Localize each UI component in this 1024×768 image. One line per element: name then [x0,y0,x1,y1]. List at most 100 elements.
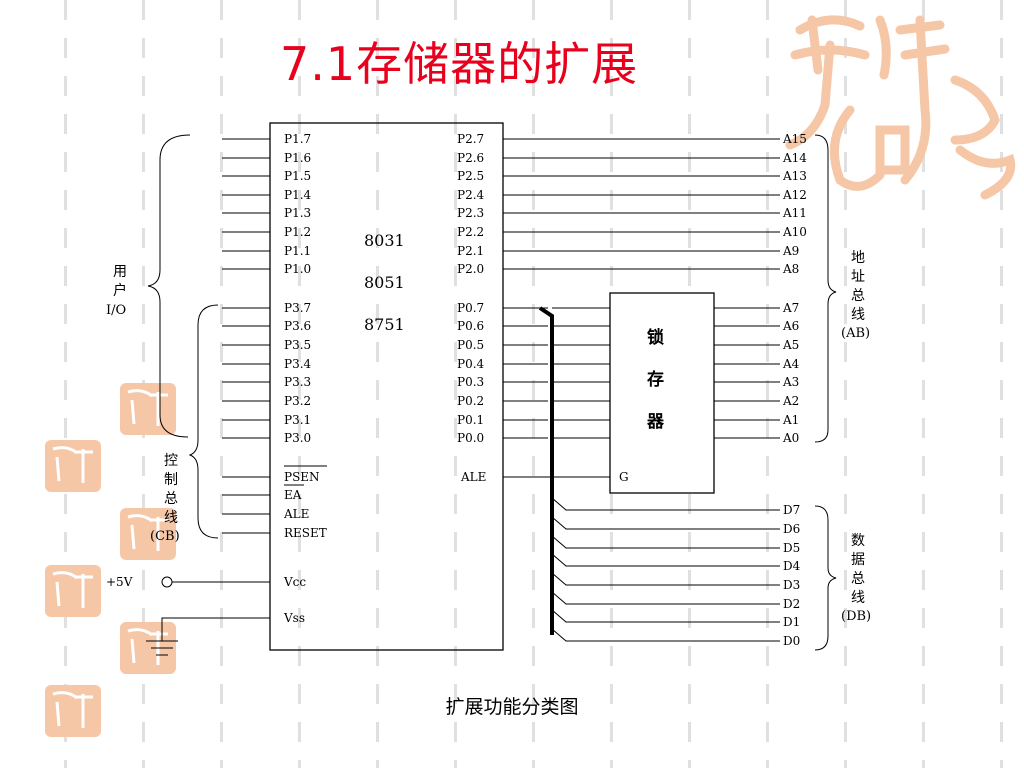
pin-label-vcc: Vcc [283,575,306,589]
brace-data-bus [814,505,837,651]
addr-label-a1: A1 [782,413,799,427]
addr-label-a2: A2 [782,394,799,408]
brace-user-io [147,134,191,438]
pin-label-reset: RESET [284,526,327,540]
label-data-3: 总 [851,571,865,587]
label-address-bus: 地 址 总 线 (AB) [841,250,870,341]
label-address-2: 址 [851,269,865,285]
pin-label-p3-5: P3.5 [284,338,311,352]
data-label-d7: D7 [783,503,800,517]
pin-label-p2-6: P2.6 [457,151,484,165]
label-user-io: 用 户 I/O [106,264,127,318]
label-data-4: 线 [851,590,865,606]
figure-caption: 扩展功能分类图 [445,696,579,718]
label-user-io-3: I/O [106,303,126,318]
label-user-io-1: 用 [113,264,127,280]
pin-label-ea: EA [284,488,302,502]
pin-label-p1-5: P1.5 [284,169,311,183]
pin-label-p2-5: P2.5 [457,169,484,183]
data-label-d0: D0 [783,634,800,648]
data-label-d1: D1 [783,615,800,629]
watermark-seal-small-2 [45,440,101,492]
pin-label-p0-2: P0.2 [457,394,484,408]
pin-label-p3-7: P3.7 [284,301,311,315]
addr-label-a9: A9 [782,244,799,258]
pin-label-p0-0: P0.0 [457,431,484,445]
label-address-4: 线 [851,307,865,323]
latch-input-lines [552,307,610,439]
ground-symbol [146,640,178,656]
pin-label-ale-right: ALE [460,470,486,484]
addr-label-a13: A13 [782,169,807,183]
addr-label-a8: A8 [782,262,799,276]
data-label-d3: D3 [783,578,800,592]
pin-group-p0: P0.7 P0.6 P0.5 P0.4 P0.3 P0.2 P0.1 P0.0 [457,301,548,445]
label-address-5: (AB) [841,326,870,341]
pin-label-p2-0: P2.0 [457,262,484,276]
pin-label-p0-5: P0.5 [457,338,484,352]
pin-label-p3-0: P3.0 [284,431,311,445]
pin-label-p0-6: P0.6 [457,319,484,333]
pin-label-vss: Vss [283,611,305,625]
latch-label-1: 锁 [647,327,664,348]
pin-group-p1: P1.7 P1.6 P1.5 P1.4 P1.3 P1.2 P1.1 P1.0 [222,132,312,276]
data-label-d4: D4 [783,559,801,573]
brace-control-bus [188,304,219,539]
watermark-seal-large [785,15,1016,200]
latch-gate-label: G [619,470,629,484]
label-control-bus: 控 制 总 线 (CB) [150,453,180,544]
pin-label-p3-1: P3.1 [284,413,311,427]
label-data-1: 数 [851,533,865,549]
label-address-3: 总 [851,288,865,304]
power-terminal [161,576,173,588]
mcu-chip-body [269,122,504,651]
label-control-1: 控 [164,453,178,469]
power-5v-label: +5V [106,575,133,589]
pin-label-p0-1: P0.1 [457,413,484,427]
pin-label-psen: PSEN [284,470,320,484]
label-user-io-2: 户 [113,282,127,299]
pin-label-p1-4: P1.4 [284,188,312,202]
watermark-seal-small-4 [45,565,101,617]
pin-label-p1-0: P1.0 [284,262,311,276]
addr-label-a11: A11 [782,206,807,220]
addr-label-a7: A7 [782,301,799,315]
addr-label-a0: A0 [782,431,799,445]
pin-label-p3-4: P3.4 [284,357,312,371]
addr-label-a4: A4 [782,357,800,371]
label-control-4: 线 [164,510,178,526]
pin-label-p1-2: P1.2 [284,225,311,239]
addr-label-a6: A6 [782,319,799,333]
addr-label-a10: A10 [782,225,807,239]
brace-address-bus [814,134,837,443]
pin-label-ale-left: ALE [283,507,309,521]
chip-name-8031: 8031 [364,231,405,250]
data-label-d2: D2 [783,597,800,611]
addr-label-a3: A3 [782,375,799,389]
addr-label-a12: A12 [782,188,807,202]
pin-label-p2-4: P2.4 [457,188,485,202]
data-label-d5: D5 [783,541,800,555]
pin-label-p1-7: P1.7 [284,132,311,146]
chip-name-8051: 8051 [364,273,405,292]
pin-label-p1-1: P1.1 [284,244,311,258]
pin-label-p2-3: P2.3 [457,206,484,220]
pin-group-control: PSEN EA ALE RESET [222,465,327,540]
pin-label-p3-3: P3.3 [284,375,311,389]
address-latch-box [609,292,715,494]
addr-label-a5: A5 [782,338,799,352]
pin-group-p3: P3.7 P3.6 P3.5 P3.4 P3.3 P3.2 P3.1 P3.0 [222,301,312,445]
address-low-lines: A7 A6 A5 A4 A3 A2 A1 A0 [714,301,800,445]
pin-label-p0-4: P0.4 [457,357,485,371]
label-control-5: (CB) [150,529,180,544]
watermark-seal-small-3 [120,508,176,560]
pin-label-p2-2: P2.2 [457,225,484,239]
data-bus-lines: D7 D6 D5 D4 D3 D2 D1 D0 [551,497,801,648]
pin-label-p2-1: P2.1 [457,244,484,258]
label-data-2: 据 [851,552,865,568]
label-data-5: (DB) [841,609,871,624]
pin-label-p1-6: P1.6 [284,151,311,165]
pin-label-p3-2: P3.2 [284,394,311,408]
addr-label-a14: A14 [782,151,807,165]
